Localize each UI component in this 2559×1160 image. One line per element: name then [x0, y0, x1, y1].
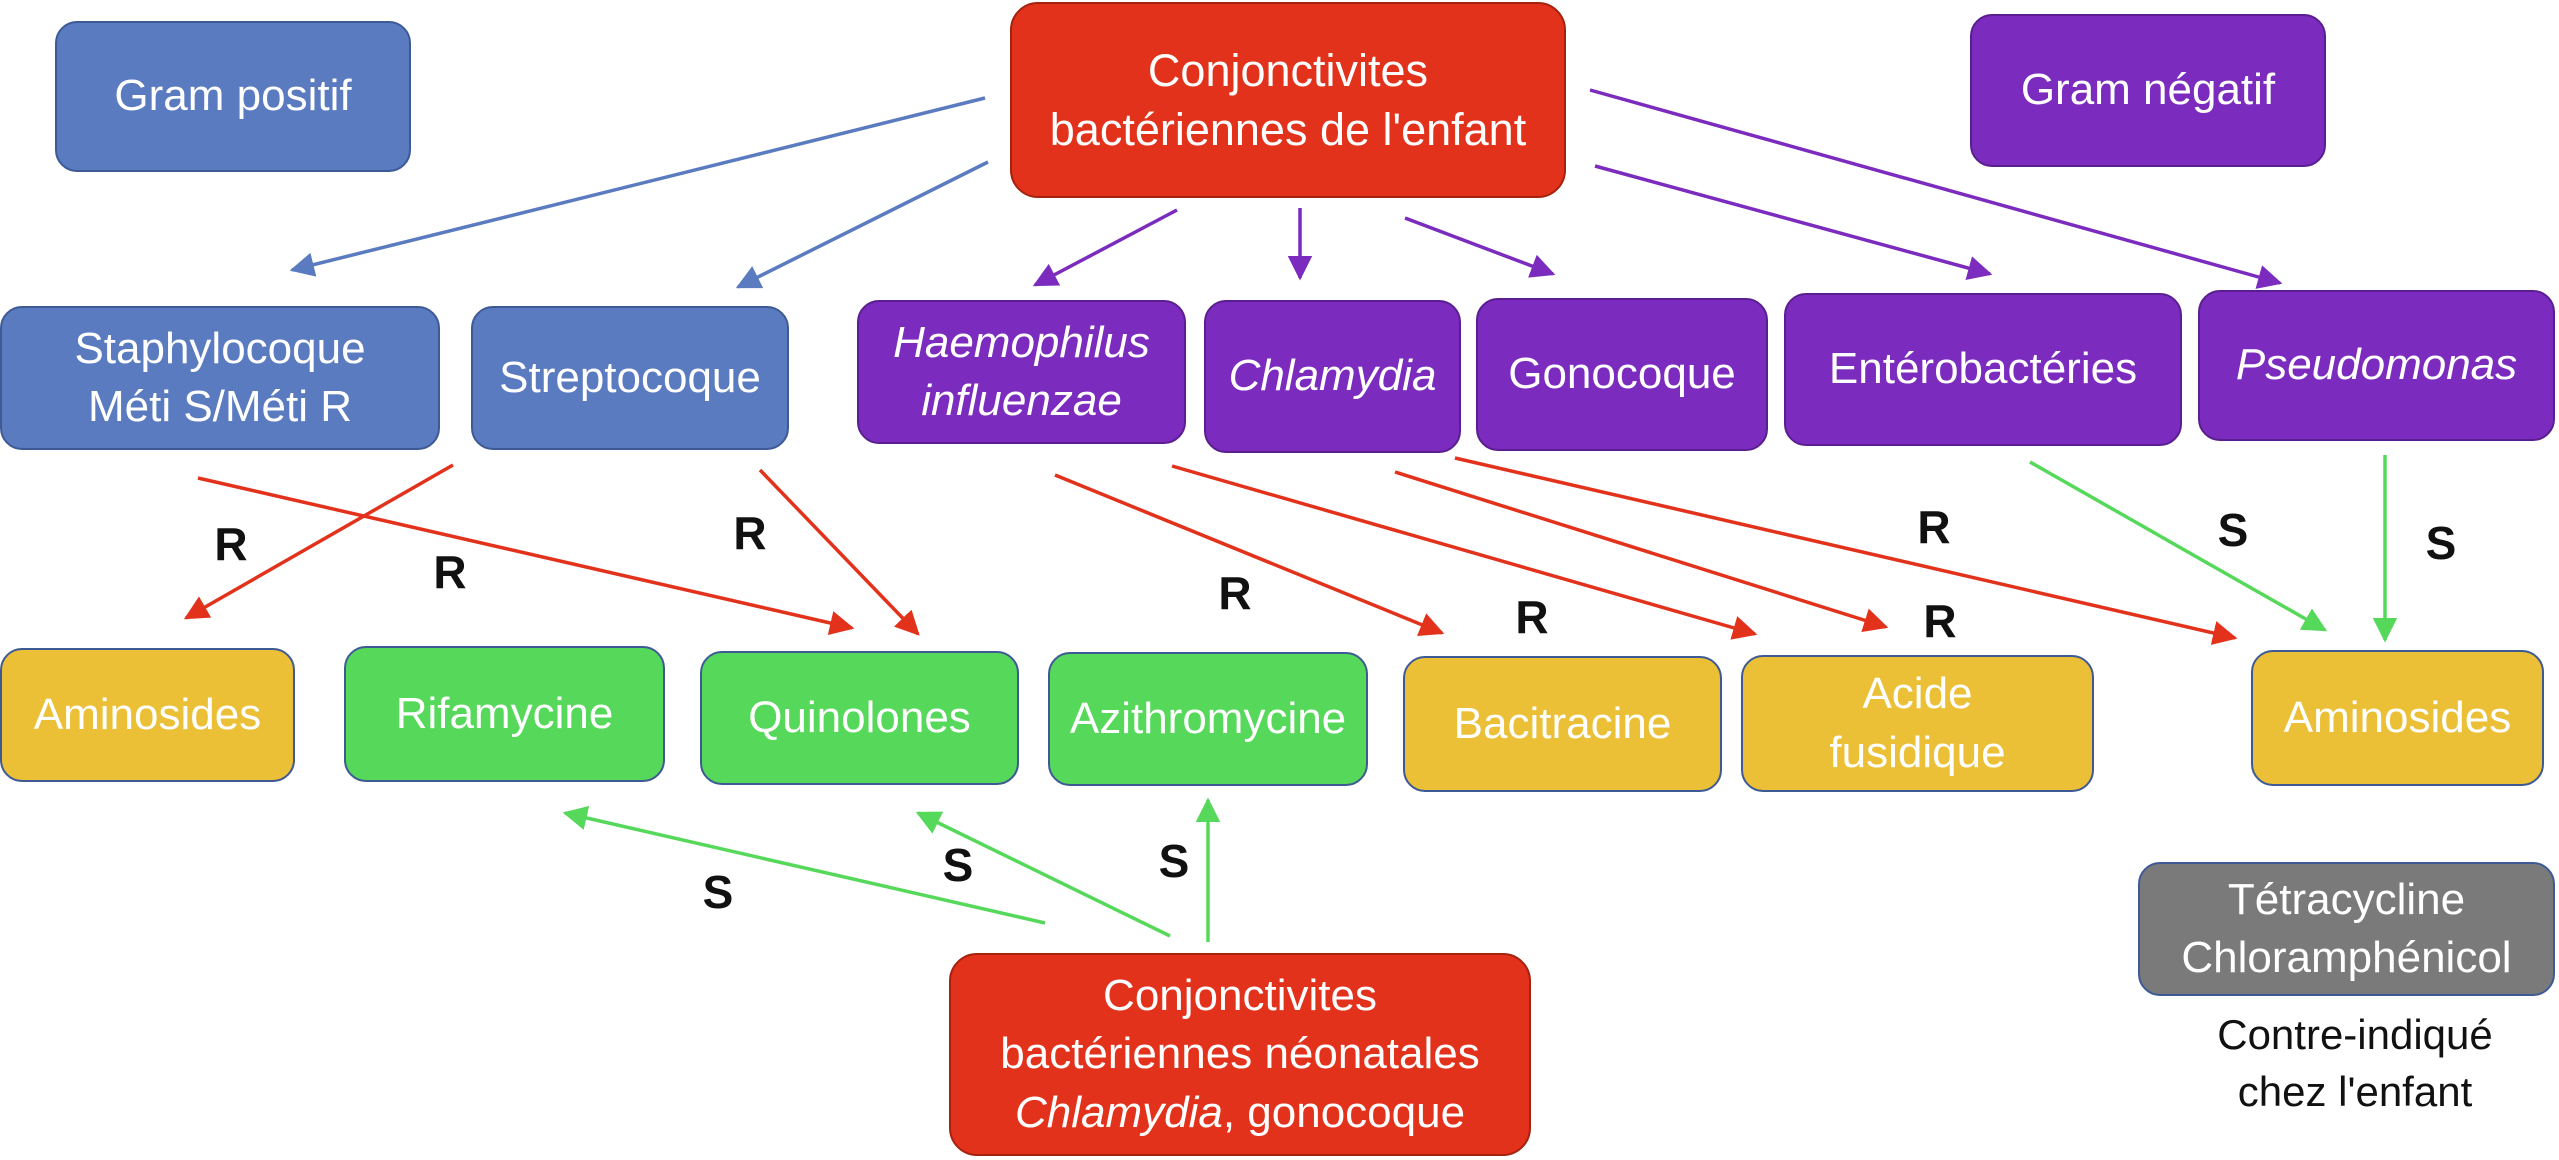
root-node: Conjonctivites bactériennes de l'enfant [1010, 2, 1566, 198]
arrow-strepto-aminosides-r [183, 463, 454, 620]
arrow-strepto-quinolones-r [758, 468, 920, 636]
label-r-chlamydia-fusidique: R [1923, 595, 1957, 647]
label-s-neonatal-rifamycine: S [702, 866, 734, 918]
arrow-neonatal-rifamycine-s [562, 805, 1046, 925]
haemophilus-node: Haemophilus influenzae [857, 300, 1186, 444]
arrow-staph-quinolones-r [197, 476, 855, 636]
staphylocoque-node: Staphylocoque Méti S/Méti R [0, 306, 440, 450]
streptocoque-node: Streptocoque [471, 306, 789, 450]
enterobacteries-node: Entérobactéries [1784, 293, 2182, 446]
arrow-enterobacteries-aminosides-s [2029, 460, 2328, 632]
arrow-root-streptocoque [735, 160, 989, 289]
label-r-haemophilus-fusidique: R [1515, 591, 1549, 643]
neonatal-line3: Chlamydia, gonocoque [1014, 1087, 1466, 1137]
bacitracine-node: Bacitracine [1403, 656, 1722, 792]
chlamydia-node: Chlamydia [1204, 300, 1461, 453]
arrow-root-enterobacteries [1594, 164, 1993, 281]
arrow-chlamydia-fusidique-r [1394, 470, 1889, 633]
label-r-strepto-aminosides: R [214, 518, 248, 570]
gram-negative-label: Gram négatif [1970, 14, 2326, 167]
label-s-enterobacteries-aminosides: S [2217, 504, 2249, 556]
contraindicated-box: Tétracycline Chloramphénicol [2138, 862, 2555, 996]
azithromycine-node: Azithromycine [1048, 652, 1368, 786]
gonocoque-node: Gonocoque [1476, 298, 1768, 451]
neonatal-node: Conjonctivites bactériennes néonatales C… [949, 953, 1531, 1156]
pseudomonas-node: Pseudomonas [2198, 290, 2555, 441]
contraindicated-note: Contre-indiqué chez l'enfant [2217, 1011, 2493, 1115]
label-r-strepto-quinolones: R [733, 507, 767, 559]
label-r-chlamydia-aminosides: R [1917, 501, 1951, 553]
aminosides-left-node: Aminosides [0, 648, 295, 782]
quinolones-node: Quinolones [700, 651, 1019, 785]
aminosides-right-node: Aminosides [2251, 650, 2544, 786]
arrow-root-haemophilus [1032, 208, 1178, 287]
label-s-neonatal-azithromycine: S [1158, 835, 1190, 887]
arrow-root-pseudomonas [1589, 88, 2283, 289]
gram-positive-label: Gram positif [55, 21, 411, 172]
rifamycine-node: Rifamycine [344, 646, 665, 782]
label-r-staph-quinolones: R [433, 546, 467, 598]
arrow-neonatal-quinolones-s [915, 811, 1171, 938]
acide-fusidique-node: Acide fusidique [1741, 655, 2094, 792]
arrow-root-gonocoque [1404, 216, 1556, 278]
label-r-haemophilus-bacitracine: R [1218, 567, 1252, 619]
arrow-haemophilus-fusidique-r [1171, 464, 1758, 640]
arrow-haemophilus-bacitracine-r [1054, 473, 1445, 637]
label-s-pseudomonas-aminosides: S [2425, 517, 2457, 569]
label-s-neonatal-quinolones: S [942, 839, 974, 891]
arrow-root-staphylocoque [289, 96, 986, 277]
arrow-chlamydia-aminosides-r [1454, 456, 2238, 645]
